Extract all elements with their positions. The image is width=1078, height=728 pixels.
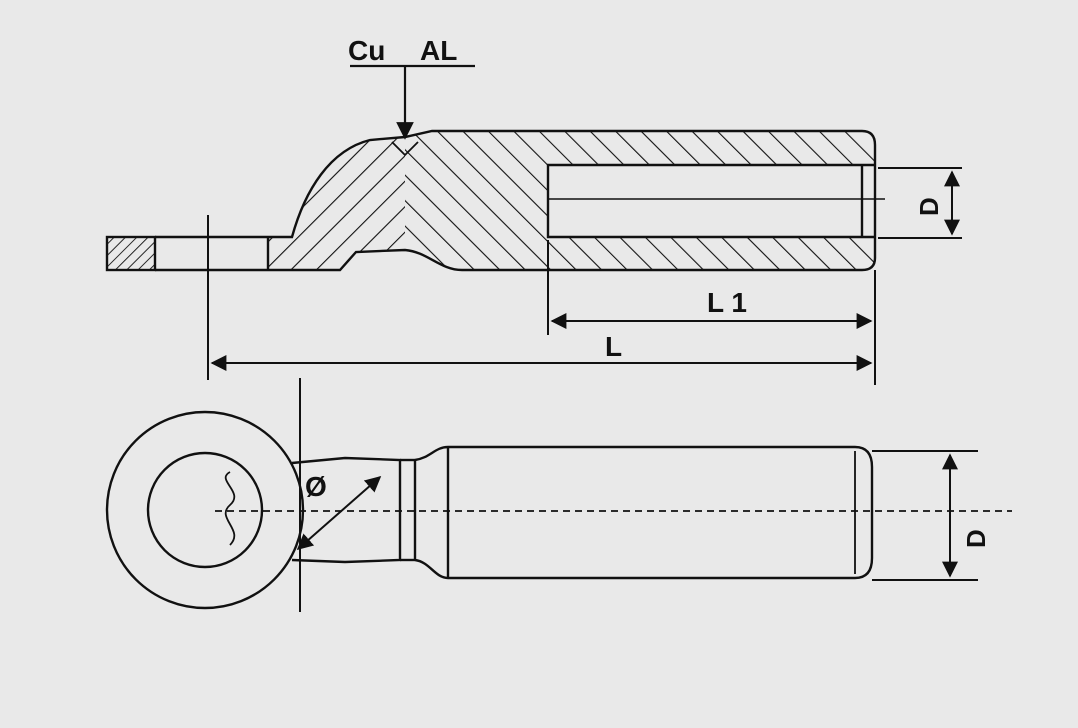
- eye-ring-outer: [105, 410, 305, 610]
- aluminium-section: [405, 131, 875, 270]
- material-callout: Cu AL: [348, 35, 475, 140]
- lug-outline: [268, 129, 877, 272]
- label-cu: Cu: [348, 35, 385, 66]
- bore-outline: [546, 163, 875, 239]
- label-d-top: D: [914, 197, 944, 216]
- copper-section: [268, 137, 405, 270]
- label-l: L: [605, 331, 622, 362]
- barrel-outline: [448, 445, 874, 580]
- dim-d-bottom: D: [872, 450, 991, 581]
- label-diameter: Ø: [305, 471, 327, 502]
- cu-al-joint: [391, 141, 419, 157]
- label-d-bottom: D: [961, 529, 991, 548]
- dim-d-top: D: [878, 167, 962, 239]
- bore: [548, 165, 863, 237]
- label-l1: L 1: [707, 287, 747, 318]
- dim-lengths: L 1 L: [210, 240, 876, 385]
- hole-diameter-arrow: [296, 475, 382, 551]
- break-symbol: [224, 471, 236, 546]
- palm-hatch: [105, 235, 157, 272]
- eye-ring-inner: [146, 451, 264, 569]
- plan-view: [105, 378, 1012, 612]
- palm-outline: [155, 235, 270, 272]
- label-al: AL: [420, 35, 457, 66]
- neck-outline: [291, 456, 402, 564]
- transition-outline: [414, 445, 449, 580]
- section-view: [105, 129, 885, 380]
